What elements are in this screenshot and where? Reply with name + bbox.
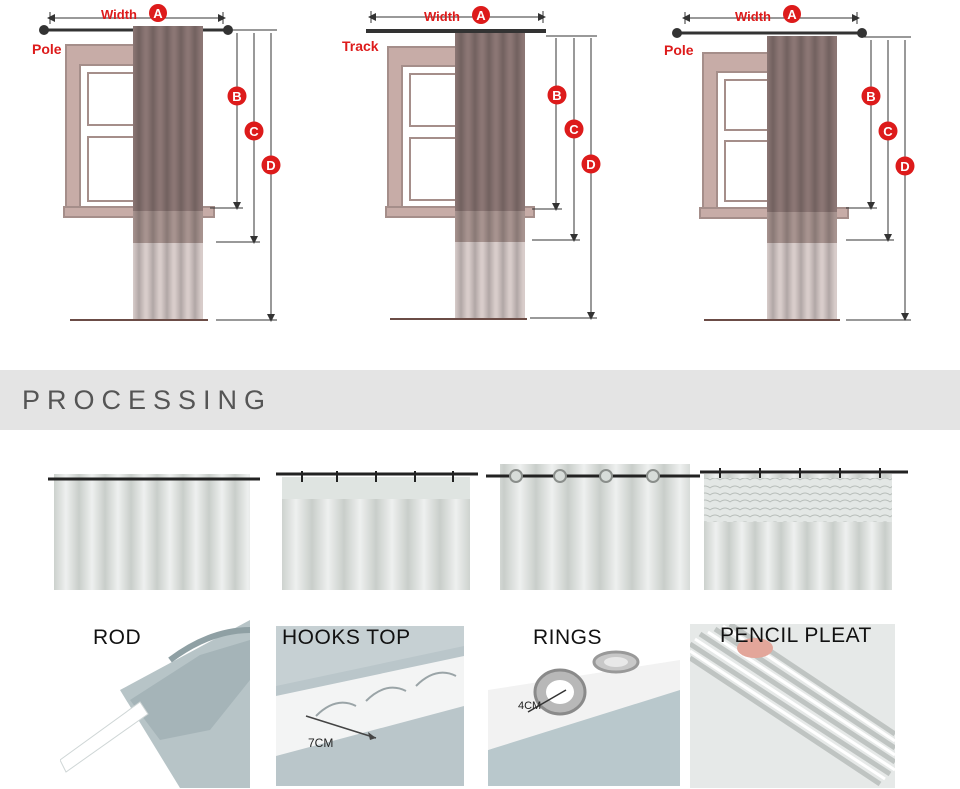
- svg-text:C: C: [569, 122, 579, 137]
- marker-d: [581, 154, 601, 174]
- marker-d: [261, 155, 281, 175]
- pole-finial-right: [857, 28, 867, 38]
- window-frame: [385, 46, 535, 218]
- marker-b: [547, 85, 567, 105]
- hooks-top-detail-photo: [276, 626, 464, 786]
- track-label: Track: [342, 38, 379, 54]
- curtain-panel: [455, 33, 525, 319]
- marker-a: [783, 5, 801, 23]
- marker-b: [227, 86, 247, 106]
- width-label: Width: [735, 9, 771, 24]
- diagram-track: Width A Track B C D: [342, 6, 601, 320]
- pencil-pleat-photo: [700, 468, 908, 590]
- marker-c: [564, 119, 584, 139]
- marker-c: [878, 121, 898, 141]
- rings-detail-photo: [488, 620, 680, 786]
- rings-photo: [486, 464, 700, 590]
- curtain-panel: [133, 26, 203, 319]
- curtain-panel: [767, 36, 837, 319]
- pole-finial-left: [672, 28, 682, 38]
- pole-finial-left: [39, 25, 49, 35]
- marker-b: [861, 86, 881, 106]
- pole-label: Pole: [32, 41, 62, 57]
- rod-pocket-photo: [48, 474, 260, 590]
- width-label: Width: [101, 7, 137, 22]
- hooks-top-label: HOOKS TOP: [282, 626, 411, 649]
- svg-text:A: A: [153, 6, 163, 21]
- section-title: PROCESSING: [22, 385, 273, 415]
- heading-style-photos: [48, 464, 908, 590]
- diagram-pole-1: Width A Pole B C D: [32, 4, 281, 322]
- marker-a: [149, 4, 167, 22]
- processing-banner: PROCESSING: [0, 370, 960, 430]
- hooks-measure-label: 7CM: [308, 736, 334, 750]
- width-label: Width: [424, 9, 460, 24]
- pole-label: Pole: [664, 42, 694, 58]
- marker-c: [244, 121, 264, 141]
- svg-text:D: D: [586, 157, 595, 172]
- rod-detail-photo: [60, 620, 250, 788]
- svg-text:A: A: [476, 8, 486, 23]
- svg-text:B: B: [866, 89, 875, 104]
- svg-text:B: B: [232, 89, 241, 104]
- rod-label: ROD: [93, 626, 142, 649]
- hooks-top-photo: [276, 471, 478, 590]
- window-frame: [699, 52, 849, 219]
- rings-measure-label: 4CM: [518, 700, 542, 712]
- pencil-pleat-label: PENCIL PLEAT: [720, 624, 872, 647]
- measurement-diagrams: Width A Pole B C D: [32, 4, 915, 322]
- svg-text:C: C: [883, 124, 893, 139]
- svg-text:D: D: [266, 158, 275, 173]
- svg-text:A: A: [787, 7, 797, 22]
- marker-d: [895, 156, 915, 176]
- svg-text:D: D: [900, 159, 909, 174]
- diagram-pole-2: Width A Pole B C D: [664, 5, 915, 321]
- pole-finial-right: [223, 25, 233, 35]
- svg-text:C: C: [249, 124, 259, 139]
- marker-a: [472, 6, 490, 24]
- rings-label: RINGS: [533, 626, 603, 649]
- curtain-track: [366, 29, 546, 33]
- svg-text:B: B: [552, 88, 561, 103]
- pencil-pleat-detail-photo: [690, 624, 895, 788]
